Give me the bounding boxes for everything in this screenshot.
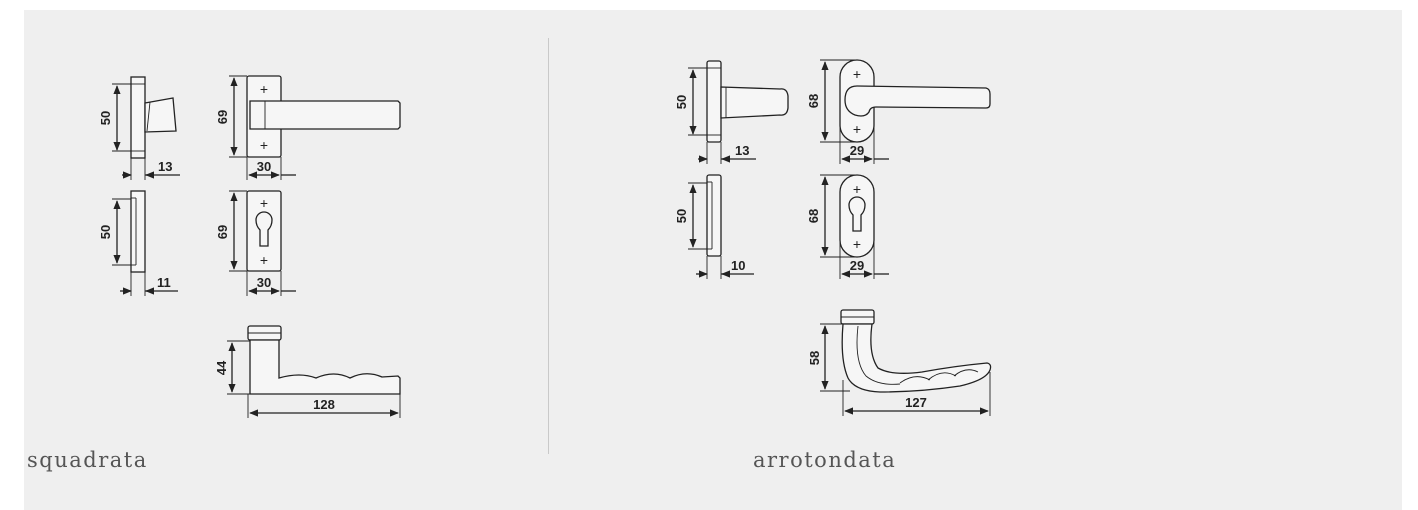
svg-text:+: + bbox=[260, 137, 268, 153]
svg-text:+: + bbox=[853, 181, 861, 197]
arrotondata-front-view: + + 68 29 bbox=[806, 59, 991, 164]
squadrata-drawing: 50 13 + + 69 30 bbox=[98, 75, 401, 418]
dim-lever-height-r: 58 bbox=[807, 351, 822, 365]
dim-key-rose-depth-r: 10 bbox=[731, 258, 745, 273]
squadrata-key-plate-front: + + 69 30 bbox=[215, 190, 296, 296]
dim-rose-height: 50 bbox=[98, 111, 113, 125]
caption-arrotondata: arrotondata bbox=[753, 448, 897, 472]
dim-plate-height: 69 bbox=[215, 110, 230, 124]
dim-rose-depth-r: 13 bbox=[735, 143, 749, 158]
dim-plate-width-r: 29 bbox=[850, 143, 864, 158]
caption-squadrata: squadrata bbox=[27, 448, 148, 472]
dim-key-rose-height: 50 bbox=[98, 225, 113, 239]
dim-lever-length: 128 bbox=[313, 397, 335, 412]
arrotondata-drawing: 50 13 + + 68 29 bbox=[674, 59, 992, 416]
arrotondata-side-view: 50 13 bbox=[674, 60, 789, 164]
dim-key-rose-height-r: 50 bbox=[674, 209, 689, 223]
dim-key-rose-depth: 11 bbox=[157, 275, 171, 290]
dim-plate-width: 30 bbox=[257, 159, 271, 174]
arrotondata-key-rose-side: 50 10 bbox=[674, 174, 754, 279]
squadrata-lever-top-view: 44 128 bbox=[214, 325, 401, 418]
squadrata-front-view: + + 69 30 bbox=[215, 75, 401, 180]
dim-lever-length-r: 127 bbox=[905, 395, 927, 410]
section-divider bbox=[548, 38, 549, 454]
squadrata-key-rose-side: 50 11 bbox=[98, 190, 178, 296]
dim-key-plate-width-r: 29 bbox=[850, 258, 864, 273]
dim-rose-depth: 13 bbox=[158, 159, 172, 174]
dim-lever-height: 44 bbox=[214, 360, 229, 375]
squadrata-side-view: 50 13 bbox=[98, 76, 180, 180]
dim-plate-height-r: 68 bbox=[806, 94, 821, 108]
dim-key-plate-width: 30 bbox=[257, 275, 271, 290]
dim-key-plate-height: 69 bbox=[215, 225, 230, 239]
svg-text:+: + bbox=[853, 121, 861, 137]
svg-text:+: + bbox=[260, 81, 268, 97]
svg-text:+: + bbox=[260, 195, 268, 211]
dim-key-plate-height-r: 68 bbox=[806, 209, 821, 223]
svg-text:+: + bbox=[260, 252, 268, 268]
dim-rose-height-r: 50 bbox=[674, 95, 689, 109]
arrotondata-lever-top-view: 58 127 bbox=[807, 309, 992, 416]
svg-text:+: + bbox=[853, 66, 861, 82]
svg-text:+: + bbox=[853, 236, 861, 252]
arrotondata-key-plate-front: + + 68 29 bbox=[806, 174, 889, 279]
